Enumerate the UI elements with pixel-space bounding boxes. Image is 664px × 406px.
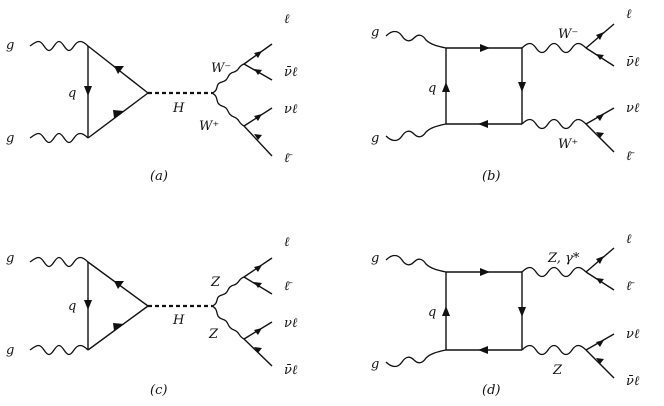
w-boson-b-lower <box>521 118 587 130</box>
label-d-f1: ℓ <box>626 232 632 247</box>
arrow-c-vertical <box>84 300 92 310</box>
quark-line-a-lower <box>87 92 149 139</box>
arrow-b-right <box>518 82 526 92</box>
arrow-c-f3 <box>254 328 262 335</box>
label-c-g-bottom: g <box>6 343 14 358</box>
label-d-quark: q <box>428 305 436 320</box>
w-boson-a-lower <box>211 92 245 127</box>
fermion-a-4 <box>243 125 273 157</box>
label-b-g-bottom: g <box>371 131 379 146</box>
arrow-b-bottom <box>478 120 488 128</box>
arrow-c-lower <box>113 323 124 331</box>
w-boson-a-upper <box>211 63 245 94</box>
arrow-d-top <box>480 268 490 276</box>
arrow-d-right <box>518 307 526 317</box>
label-c-f1: ℓ <box>284 235 290 250</box>
arrow-b-left <box>442 82 450 92</box>
arrow-a-vertical <box>84 86 92 96</box>
label-a-v-lower: W⁺ <box>199 119 219 134</box>
diagram-b: g g q W⁻ W⁺ ℓ ν̄ℓ νℓ ℓ̄ (b) <box>371 7 640 184</box>
label-b-f3: νℓ <box>626 101 640 116</box>
label-d-v-upper: Z, γ* <box>547 251 580 266</box>
label-d-f4: ν̄ℓ <box>626 374 640 389</box>
gluon-d-top <box>385 254 447 273</box>
label-b-quark: q <box>428 81 436 96</box>
arrow-a-upper <box>114 66 124 74</box>
label-a-v-upper: W⁻ <box>211 61 231 76</box>
arrow-a-f3 <box>254 114 262 121</box>
arrow-b-f4 <box>596 132 604 138</box>
label-c-v-upper: Z <box>210 275 221 290</box>
label-b-g-top: g <box>371 25 379 40</box>
gluon-d-bottom <box>385 349 447 368</box>
label-c-quark: q <box>68 299 76 314</box>
label-a-higgs: H <box>172 101 185 116</box>
gluon-c-bottom <box>29 344 89 356</box>
caption-c: (c) <box>150 383 167 398</box>
arrow-b-f1 <box>596 32 604 40</box>
label-d-g-top: g <box>371 251 379 266</box>
label-a-f1: ℓ <box>284 12 290 27</box>
w-boson-b-upper <box>521 42 587 54</box>
label-b-f1: ℓ <box>626 7 632 22</box>
label-a-g-top: g <box>6 38 14 53</box>
label-b-v-upper: W⁻ <box>558 27 578 42</box>
gluon-b-top <box>385 30 447 49</box>
label-a-quark: q <box>68 86 76 101</box>
z-boson-c-upper <box>211 276 245 307</box>
arrow-b-f2 <box>596 54 604 60</box>
diagram-d: g g q Z, γ* Z ℓ ℓ̄ νℓ ν̄ℓ (d) <box>371 232 640 398</box>
arrow-a-f4 <box>254 134 262 140</box>
gluon-a-top <box>29 40 89 52</box>
label-c-v-lower: Z <box>208 327 219 342</box>
arrow-d-left <box>442 306 450 316</box>
arrow-d-f4 <box>596 358 604 364</box>
label-b-f2: ν̄ℓ <box>626 55 640 70</box>
arrow-c-upper <box>114 281 124 289</box>
label-d-g-bottom: g <box>371 357 379 372</box>
label-b-f4: ℓ̄ <box>626 149 635 164</box>
gluon-a-bottom <box>29 132 89 144</box>
label-c-f3: νℓ <box>284 316 298 331</box>
label-b-v-lower: W⁺ <box>558 137 578 152</box>
label-d-f3: νℓ <box>626 327 640 342</box>
z-boson-d-lower <box>521 344 587 356</box>
label-c-g-top: g <box>6 251 14 266</box>
label-a-g-bottom: g <box>6 131 14 146</box>
arrow-d-bottom <box>478 346 488 354</box>
arrow-d-f3 <box>596 340 604 347</box>
gluon-b-bottom <box>385 123 447 142</box>
caption-b: (b) <box>482 169 500 184</box>
label-a-f2: ν̄ℓ <box>284 65 298 80</box>
label-a-f4: ℓ̄ <box>284 151 293 166</box>
caption-d: (d) <box>482 383 500 398</box>
arrow-d-f1 <box>596 256 604 264</box>
arrow-a-f2 <box>254 69 262 75</box>
label-d-f2: ℓ̄ <box>626 279 635 294</box>
arrow-c-f2 <box>254 282 262 288</box>
diagram-a: g g q H W⁻ W⁺ ℓ ν̄ℓ νℓ ℓ̄ (a) <box>6 12 298 184</box>
label-a-f3: νℓ <box>284 102 298 117</box>
arrow-a-f1 <box>254 51 262 58</box>
arrow-c-f4 <box>254 347 262 353</box>
arrow-c-f1 <box>254 265 262 272</box>
label-c-higgs: H <box>172 313 185 328</box>
arrow-a-lower <box>113 110 124 118</box>
label-c-f2: ℓ̄ <box>284 279 293 294</box>
label-c-f4: ν̄ℓ <box>284 363 298 378</box>
arrow-b-top <box>480 44 490 52</box>
caption-a: (a) <box>150 169 168 184</box>
gluon-c-top <box>29 256 89 268</box>
diagram-c: g g q H Z Z ℓ ℓ̄ νℓ ν̄ℓ (c) <box>6 235 298 398</box>
arrow-b-f3 <box>596 114 604 121</box>
arrow-d-f2 <box>596 278 604 284</box>
z-boson-c-lower <box>211 305 245 340</box>
label-d-v-lower: Z <box>552 363 563 378</box>
z-gamma-boson-d-upper <box>521 266 587 278</box>
